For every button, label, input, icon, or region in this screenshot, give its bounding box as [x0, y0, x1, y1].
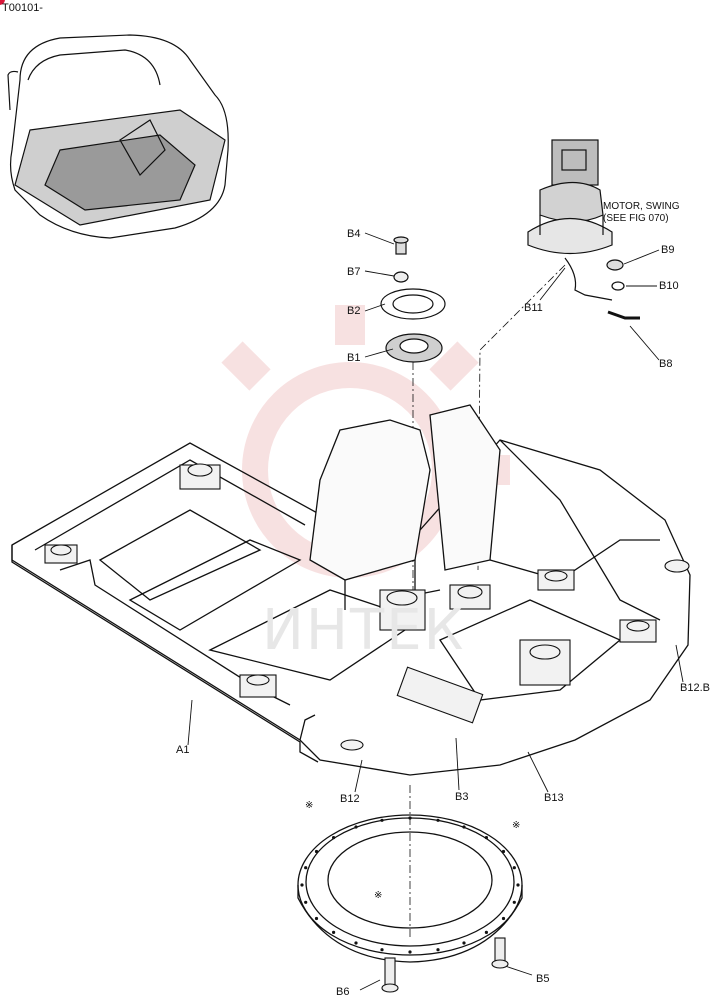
label-b12: B12	[340, 793, 360, 805]
label-b7: B7	[347, 266, 361, 278]
ring-bolt-hole	[314, 849, 319, 854]
ring-bolt-hole	[380, 818, 384, 822]
ring-bolt-hole	[484, 836, 488, 840]
corner-marker	[0, 0, 5, 5]
label-b2: B2	[347, 305, 361, 317]
upper-frame	[11, 404, 691, 776]
label-b5: B5	[536, 973, 550, 985]
ring-bolt-hole	[332, 930, 336, 935]
ring-bolt-hole	[462, 941, 466, 945]
ring-bolt-hole	[484, 930, 488, 935]
swing-motor	[527, 139, 613, 301]
ring-bolt-hole	[380, 948, 384, 952]
ring-bolt-hole	[314, 916, 319, 921]
ring-bolt-hole	[512, 900, 516, 904]
ring-bolt-hole	[304, 900, 308, 904]
drawing-code: T00101-	[2, 2, 43, 14]
ring-bolt-hole	[436, 818, 440, 822]
label-b4: B4	[347, 228, 361, 240]
label-b3: B3	[455, 791, 469, 803]
motor-note-line2: (SEE FIG 070)	[603, 213, 669, 224]
small-parts	[380, 236, 640, 363]
label-b9: B9	[661, 244, 675, 256]
label-b8: B8	[659, 358, 673, 370]
ring-bolt-hole	[501, 849, 506, 854]
ring-bolt-hole	[300, 883, 304, 887]
ring-bolt-hole	[304, 866, 308, 870]
ring-bolt-hole	[408, 816, 412, 820]
label-b10: B10	[659, 280, 679, 292]
label-b12b: B12.B	[680, 682, 710, 694]
ring-bolt-hole	[501, 916, 506, 921]
ring-bolt-hole	[354, 941, 358, 945]
label-b13: B13	[544, 792, 564, 804]
ref-mark-right: ※	[512, 820, 521, 831]
motor-note-line1: MOTOR, SWING	[603, 201, 680, 212]
ring-bolt-hole	[516, 883, 520, 887]
ring-bolt-hole	[436, 948, 440, 952]
ring-bolt-holes	[300, 816, 520, 954]
frame-pads	[44, 463, 690, 751]
ref-mark-left: ※	[305, 800, 314, 811]
label-b11: B11	[524, 302, 543, 314]
label-a1: A1	[176, 744, 190, 756]
bolts	[381, 937, 509, 993]
ring-bolt-hole	[332, 836, 336, 840]
ring-bolt-hole	[512, 866, 516, 870]
leader-lines	[187, 232, 684, 991]
label-b6: B6	[336, 986, 350, 998]
label-b1: B1	[347, 352, 361, 364]
watermark-text: ИНТЕК	[262, 598, 466, 663]
thumbnail-machine	[7, 34, 229, 239]
ring-bolt-hole	[354, 825, 358, 829]
ring-bolt-hole	[408, 950, 412, 954]
ref-mark-center: ※	[374, 890, 383, 901]
ring-bolt-hole	[462, 825, 466, 829]
